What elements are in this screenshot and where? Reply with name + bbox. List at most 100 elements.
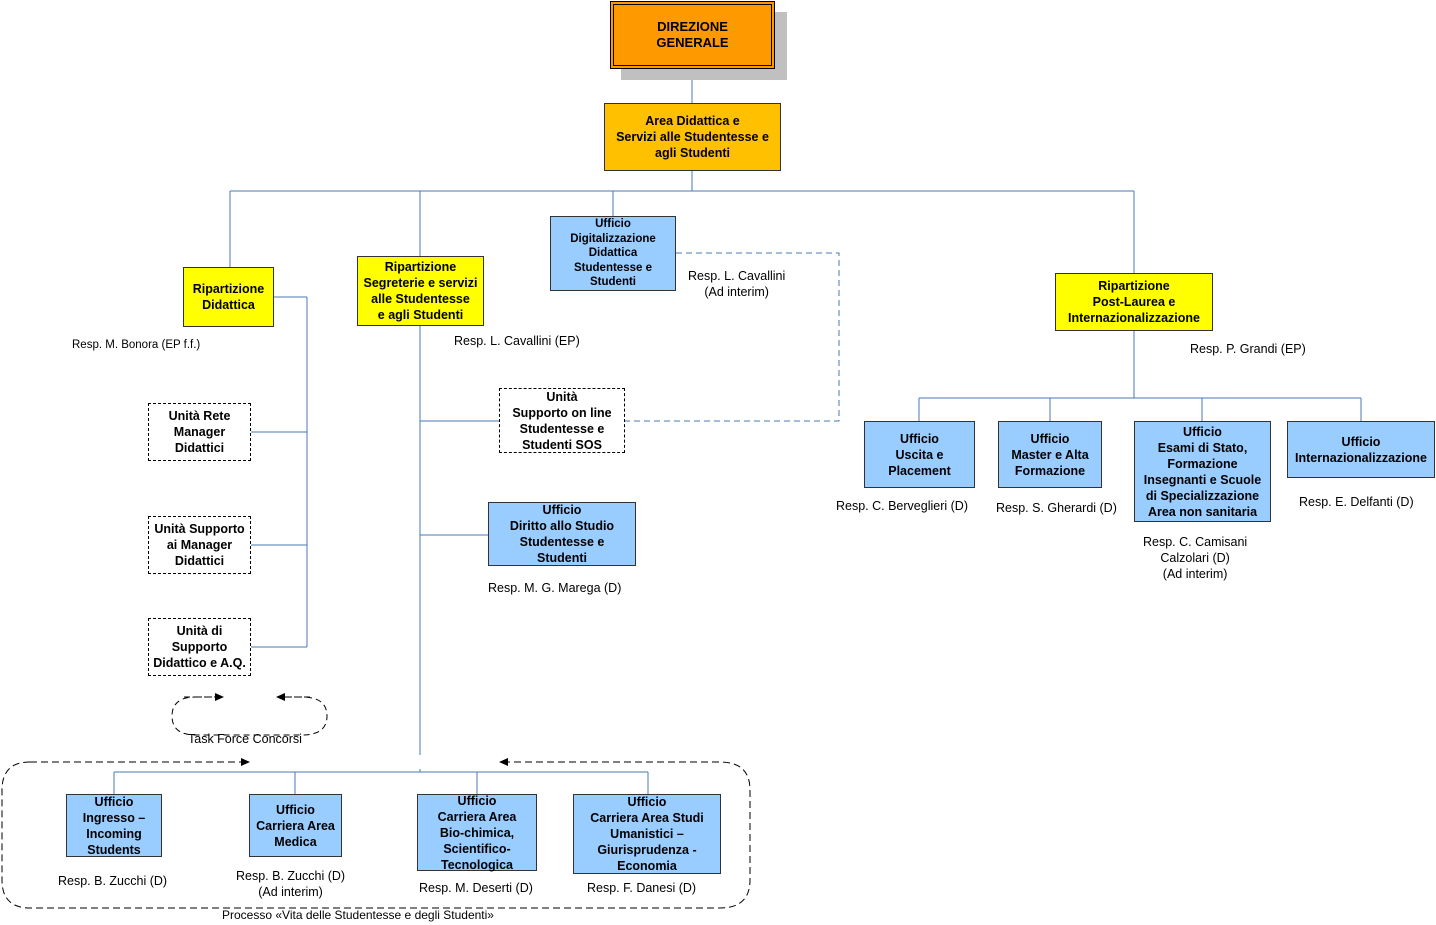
resp-delfanti: Resp. E. Delfanti (D) (1299, 495, 1414, 509)
box-line: Incoming (86, 826, 142, 841)
box-line: Didattica (202, 298, 255, 312)
resp-danesi: Resp. F. Danesi (D) (587, 881, 697, 895)
ripartizione-didattica-box[interactable]: Ripartizione Didattica (183, 267, 274, 327)
box-line: Carriera Area (437, 809, 517, 824)
box-line: Segreterie e servizi (363, 276, 478, 290)
box-line: Formazione (1167, 456, 1238, 471)
box-line: Ripartizione (384, 260, 457, 274)
ufficio-ingresso-box[interactable]: Ufficio Ingresso – Incoming Students (66, 794, 162, 857)
box-line: Ufficio (595, 218, 631, 231)
direzione-generale-box[interactable]: DIREZIONE GENERALE (610, 1, 775, 69)
ripartizione-postlaurea-box[interactable]: Ripartizione Post-Laurea e Internazional… (1055, 273, 1213, 331)
box-line: Supporto (171, 640, 228, 654)
box-line: Ufficio (457, 793, 497, 808)
box-line: Didattici (174, 554, 225, 568)
resp-zucchi: Resp. B. Zucchi (D) (58, 874, 168, 888)
box-line: Didattici (174, 441, 225, 455)
box-line: Ufficio (276, 802, 315, 817)
box-line: Ufficio (1341, 434, 1381, 449)
box-line: Insegnanti e Scuole (1143, 472, 1262, 487)
resp-line: Resp. L. Cavallini (688, 269, 786, 283)
unita-supporto-didattico-box[interactable]: Unità di Supporto Didattico e A.Q. (148, 618, 251, 676)
unita-sos-box[interactable]: Unità Supporto on line Studentesse e Stu… (499, 388, 625, 453)
box-line: Esami di Stato, (1157, 440, 1248, 455)
box-line: Ufficio (542, 503, 582, 517)
box-line: Tecnologica (440, 857, 513, 872)
box-line: Didattico e A.Q. (153, 656, 246, 670)
ufficio-carriera-biochimica-box[interactable]: Ufficio Carriera Area Bio-chimica, Scien… (417, 793, 537, 872)
ripartizione-segreterie-box[interactable]: Ripartizione Segreterie e servizi alle S… (357, 256, 484, 326)
resp-line: (Ad interim) (1162, 567, 1228, 581)
box-line: ai Manager (166, 538, 233, 552)
area-didattica-box[interactable]: Area Didattica e Servizi alle Studentess… (604, 103, 781, 171)
box-line: Medica (274, 834, 317, 849)
ufficio-internazionalizzazione-box[interactable]: Ufficio Internazionalizzazione (1287, 421, 1435, 478)
ufficio-carriera-umanistici-box[interactable]: Ufficio Carriera Area Studi Umanistici –… (573, 794, 721, 874)
box-line: Uscita e (895, 447, 944, 462)
box-line: agli Studenti (655, 146, 730, 160)
box-line: Unità (546, 389, 578, 404)
box-line: Ufficio (94, 794, 134, 809)
resp-line: (Ad interim) (258, 885, 323, 899)
box-line: Ripartizione (192, 282, 265, 296)
direzione-line2: GENERALE (656, 35, 729, 50)
resp-line: Calzolari (D) (1160, 551, 1230, 565)
box-line: Digitalizzazione (570, 232, 656, 245)
box-line: Studenti (590, 276, 636, 289)
unita-supporto-manager-box[interactable]: Unità Supporto ai Manager Didattici (148, 516, 251, 574)
box-line: Supporto on line (512, 405, 612, 420)
processo-loop (1, 761, 751, 909)
box-line: Area non sanitaria (1147, 504, 1258, 519)
ufficio-uscita-box[interactable]: Ufficio Uscita e Placement (864, 421, 975, 488)
box-line: di Specializzazione (1145, 488, 1260, 503)
box-line: Ufficio (627, 795, 667, 809)
box-line: Area Didattica e (645, 114, 740, 128)
processo-label: Processo «Vita delle Studentesse e degli… (222, 908, 494, 922)
box-line: Carriera Area Studi (590, 811, 704, 825)
box-line: Servizi alle Studentesse e (616, 130, 769, 144)
ufficio-esami-box[interactable]: Ufficio Esami di Stato, Formazione Inseg… (1134, 421, 1271, 522)
box-line: Studentesse e (519, 421, 605, 436)
box-line: Bio-chimica, (439, 825, 515, 840)
resp-bonora: Resp. M. Bonora (EP f.f.) (72, 339, 201, 351)
box-line: Carriera Area (256, 818, 335, 833)
box-line: alle Studentesse (371, 292, 470, 306)
resp-grandi: Resp. P. Grandi (EP) (1190, 342, 1306, 356)
box-line: Ripartizione (1098, 279, 1170, 293)
box-line: Studenti SOS (522, 437, 602, 452)
box-line: Studentesse e (519, 535, 605, 549)
box-line: Internazionalizzazione (1295, 450, 1427, 465)
box-line: Ufficio (1030, 431, 1070, 446)
box-line: Master e Alta (1011, 447, 1089, 462)
ufficio-carriera-medica-box[interactable]: Ufficio Carriera Area Medica (249, 794, 342, 857)
box-line: Manager (173, 425, 226, 439)
box-line: Unità di (176, 624, 223, 638)
resp-zucchi-interim: Resp. B. Zucchi (D) (Ad interim) (236, 868, 345, 900)
direzione-line1: DIREZIONE (657, 19, 728, 34)
box-line: Unità Rete (168, 409, 231, 423)
box-line: Post-Laurea e (1092, 295, 1176, 309)
ufficio-diritto-studio-box[interactable]: Ufficio Diritto allo Studio Studentesse … (488, 502, 636, 566)
box-line: Diritto allo Studio (509, 519, 615, 533)
box-line: Ufficio (900, 431, 939, 446)
box-line: Students (87, 842, 141, 857)
resp-line: (Ad interim) (704, 285, 769, 299)
resp-gherardi: Resp. S. Gherardi (D) (996, 501, 1117, 515)
box-line: e agli Studenti (377, 308, 464, 322)
box-line: Studentesse e (574, 261, 652, 274)
box-line: Giurisprudenza - (597, 843, 697, 857)
box-line: Ufficio (1183, 424, 1222, 439)
box-line: Unità Supporto (154, 522, 245, 536)
ufficio-master-box[interactable]: Ufficio Master e Alta Formazione (998, 421, 1102, 488)
resp-cavallini-interim: Resp. L. Cavallini (Ad interim) (688, 268, 785, 300)
resp-berveglieri: Resp. C. Berveglieri (D) (836, 499, 968, 513)
unita-rete-manager-box[interactable]: Unità Rete Manager Didattici (148, 403, 251, 461)
box-line: Studenti (537, 551, 587, 565)
resp-line: Resp. B. Zucchi (D) (236, 869, 346, 883)
task-force-label: Task Force Concorsi (188, 732, 302, 746)
box-line: Economia (617, 859, 677, 873)
ufficio-digitalizzazione-box[interactable]: Ufficio Digitalizzazione Didattica Stude… (550, 216, 676, 291)
resp-deserti: Resp. M. Deserti (D) (419, 881, 533, 895)
resp-camisani: Resp. C. Camisani Calzolari (D) (Ad inte… (1143, 534, 1247, 582)
